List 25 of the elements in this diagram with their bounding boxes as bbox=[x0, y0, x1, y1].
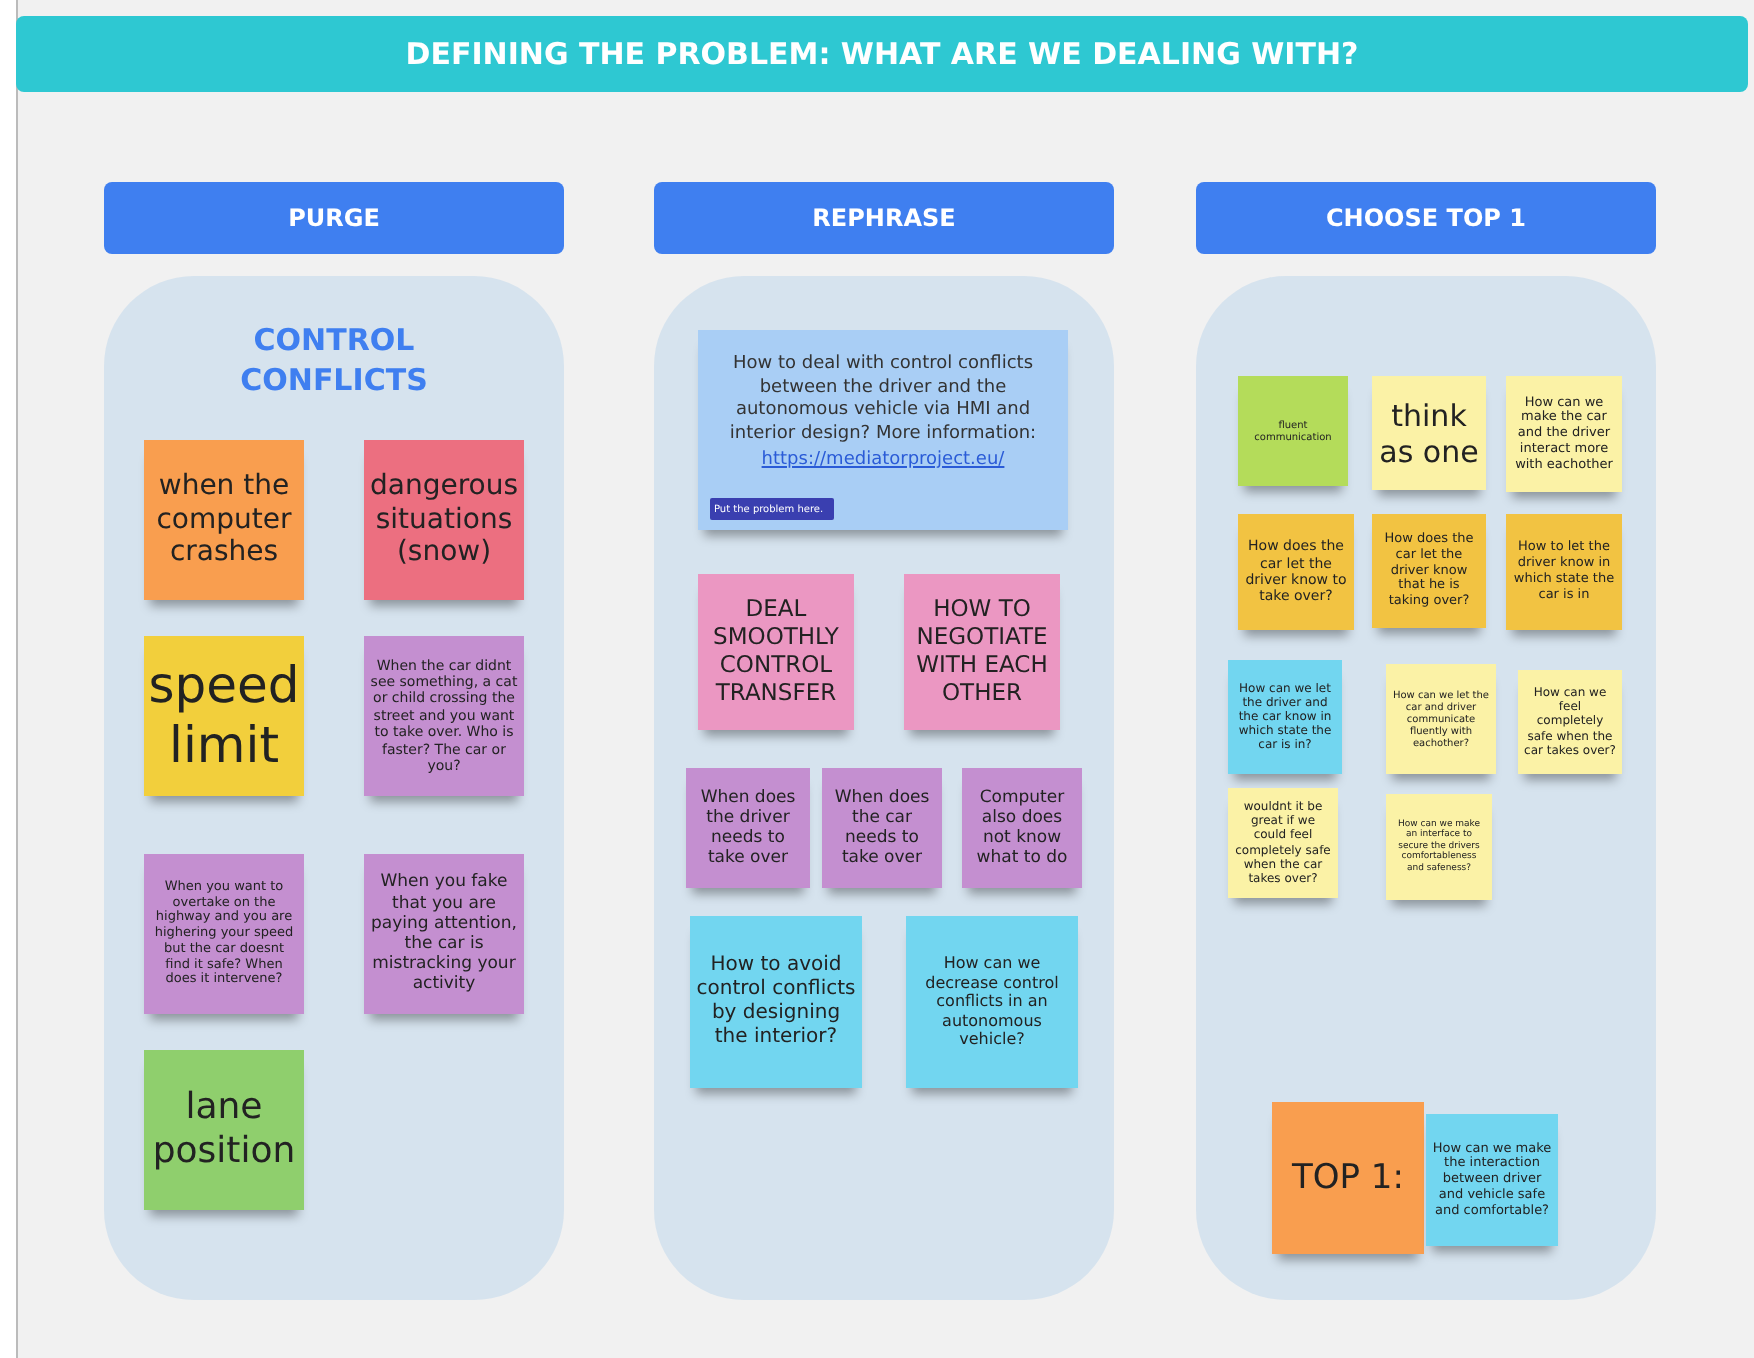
sticky-note: When does the driver needs to take over bbox=[686, 768, 810, 888]
section-header: CHOOSE TOP 1 bbox=[1196, 182, 1656, 254]
sticky-note: When you fake that you are paying attention, the car is mistracking your activity bbox=[364, 854, 524, 1014]
sticky-note: TOP 1: bbox=[1272, 1102, 1424, 1254]
sticky-note: when the computer crashes bbox=[144, 440, 304, 600]
link: https://mediatorproject.eu/ bbox=[759, 450, 1007, 474]
column-panel bbox=[1196, 276, 1656, 1300]
column-panel bbox=[104, 276, 564, 1300]
sticky-note: How can we decrease control conflicts in an autonomous vehicle? bbox=[906, 916, 1078, 1088]
sticky-note: Computer also does not know what to do bbox=[962, 768, 1082, 888]
sticky-note: dangerous situations (snow) bbox=[364, 440, 524, 600]
problem-card bbox=[698, 330, 1068, 530]
sticky-note: How to avoid control conflicts by designing the interior? bbox=[690, 916, 862, 1088]
sticky-note: HOW TO NEGOTIATE WITH EACH OTHER bbox=[904, 574, 1060, 730]
section-header: PURGE bbox=[104, 182, 564, 254]
section-header: REPHRASE bbox=[654, 182, 1114, 254]
sticky-note: When does the car needs to take over bbox=[822, 768, 942, 888]
sticky-note: speed limit bbox=[144, 636, 304, 796]
sticky-note: DEAL SMOOTHLY CONTROL TRANSFER bbox=[698, 574, 854, 730]
sticky-note: think as one bbox=[1372, 376, 1486, 490]
title-banner: DEFINING THE PROBLEM: WHAT ARE WE DEALING WITH? bbox=[16, 16, 1748, 92]
card-text: How to deal with control conflicts between the driver and the autonomous vehicle via HMI and interior design? More information: bbox=[727, 354, 1039, 448]
panel-heading: CONTROL CONFLICTS bbox=[238, 320, 430, 400]
sticky-note: lane position bbox=[144, 1050, 304, 1210]
column-panel bbox=[654, 276, 1114, 1300]
